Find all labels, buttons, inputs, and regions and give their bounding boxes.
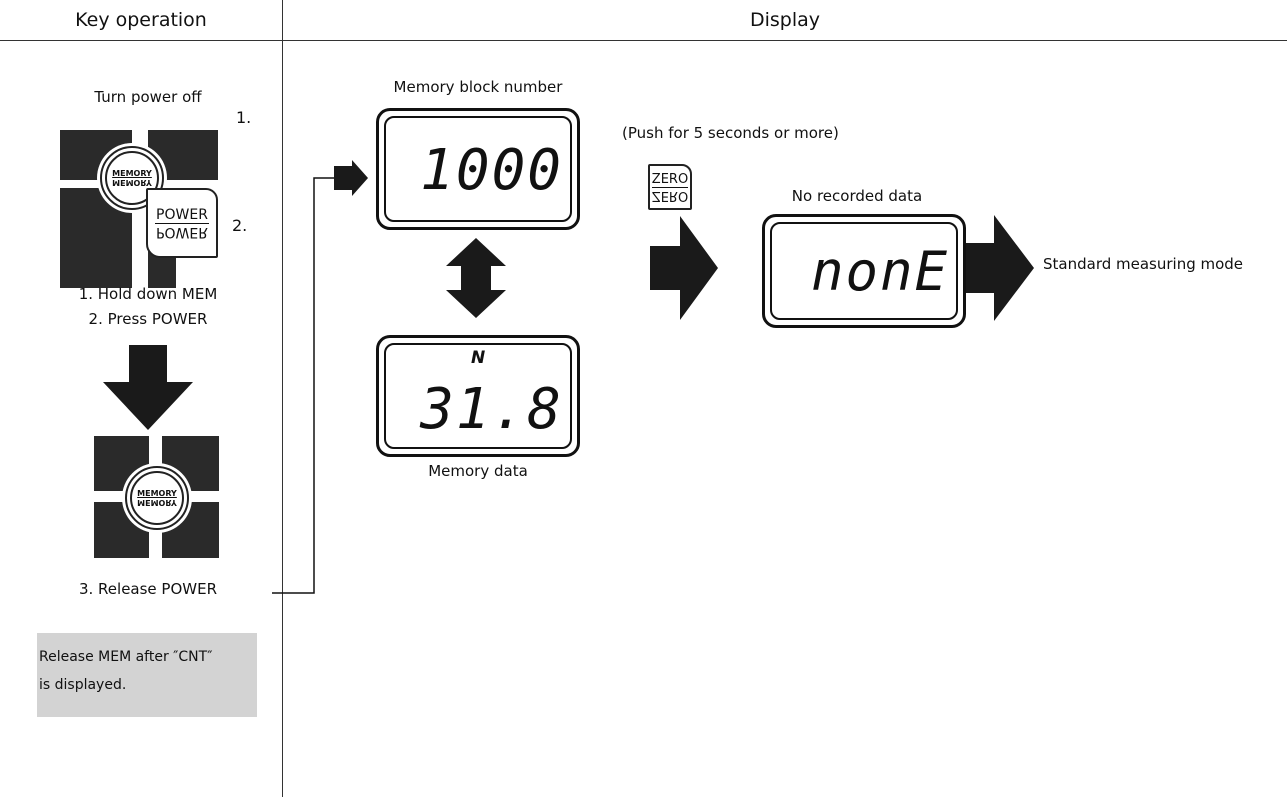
- step-3-text: 3. Release POWER: [78, 580, 218, 598]
- big-right-arrow-icon: [966, 215, 1034, 321]
- power-key[interactable]: POWER POWER: [146, 188, 218, 258]
- step-2-text: 2. Press POWER: [88, 310, 208, 328]
- down-arrow-icon: [103, 345, 193, 430]
- turn-power-off-label: Turn power off: [94, 88, 202, 106]
- keypad-step1: MEMORY MEMORY POWER POWER: [60, 130, 220, 290]
- push-instruction: (Push for 5 seconds or more): [622, 124, 839, 142]
- memory-data-value: 31.8: [420, 377, 563, 442]
- arrow-right-icon: [334, 160, 368, 196]
- big-right-arrow-icon: [650, 216, 718, 320]
- memory-key-label: MEMORY: [137, 489, 177, 498]
- lcd-no-data: nonE: [762, 214, 966, 328]
- lcd-memory-data: N 31.8: [376, 335, 580, 457]
- callout-2: 2.: [232, 216, 248, 235]
- memory-key-label: MEMORY: [112, 169, 152, 178]
- header-key-operation: Key operation: [0, 0, 282, 41]
- zero-key-label: ZERO: [651, 171, 689, 188]
- standard-mode-label: Standard measuring mode: [1043, 255, 1244, 273]
- memory-block-value: 1000: [420, 138, 563, 203]
- power-key-label: POWER: [155, 206, 209, 224]
- double-arrow-icon: [446, 238, 506, 318]
- no-data-label: No recorded data: [791, 187, 923, 205]
- memory-data-unit: N: [471, 348, 486, 368]
- memory-block-label: Memory block number: [393, 78, 563, 96]
- note-box: Release MEM after ″CNT″ is displayed.: [37, 633, 257, 717]
- memory-key[interactable]: MEMORY MEMORY: [100, 146, 164, 210]
- memory-key[interactable]: MEMORY MEMORY: [125, 466, 189, 530]
- callout-1: 1.: [236, 108, 252, 127]
- step-1-text: 1. Hold down MEM: [78, 285, 218, 303]
- note-line-2: is displayed.: [39, 677, 127, 693]
- keypad-step3: MEMORY MEMORY: [94, 436, 220, 558]
- no-data-value: nonE: [810, 240, 949, 303]
- header-display: Display: [283, 0, 1287, 41]
- connector-line: [272, 177, 334, 594]
- column-divider: [282, 0, 283, 797]
- lcd-memory-block: 1000: [376, 108, 580, 230]
- memory-data-label: Memory data: [428, 462, 528, 480]
- note-line-1: Release MEM after ″CNT″: [39, 649, 213, 665]
- zero-key[interactable]: ZERO ZERO: [648, 164, 692, 210]
